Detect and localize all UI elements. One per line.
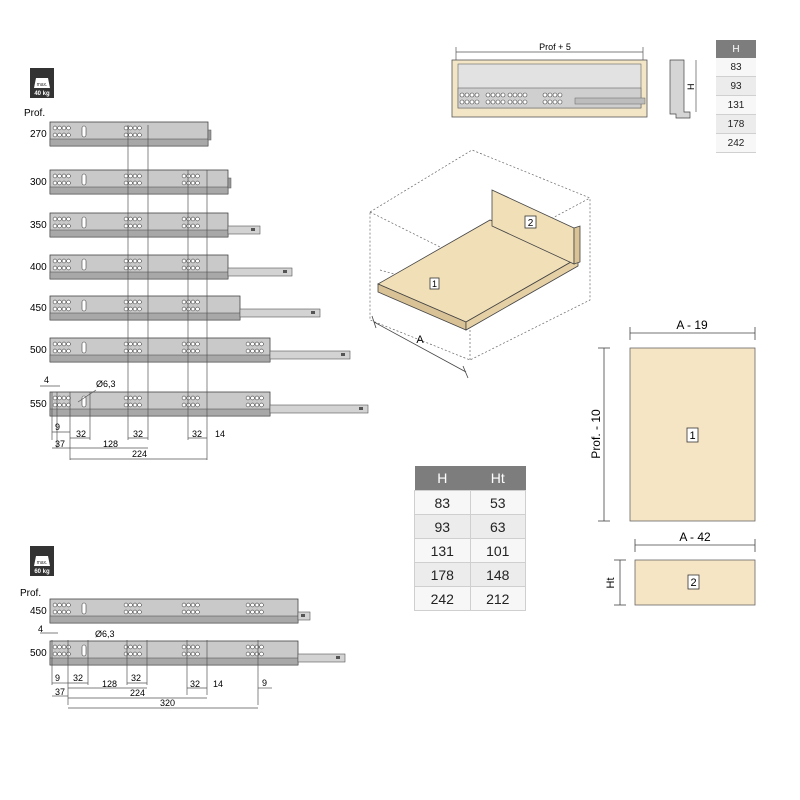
h-ht-table-header-ht: Ht [470,466,526,491]
h-ht-cell: 178 [414,562,471,587]
svg-text:A: A [416,334,424,346]
svg-text:32: 32 [190,679,200,689]
slide-rail-550: 550 [30,391,369,417]
h-ht-cell: 131 [414,538,471,563]
h-ht-table-header-h: H [414,466,470,491]
svg-text:4: 4 [44,375,49,385]
isometric-drawer-view: 1 2 A [369,149,591,379]
prof-label: Prof. [24,108,45,119]
height-table: H 83 93 131 178 242 [716,40,756,153]
svg-text:Ht: Ht [605,578,617,589]
slide-rail-length-label: 350 [30,220,47,231]
weight-badge-40kg: max. 40 kg [30,68,54,98]
slide-set-60kg: 450 500 [30,598,346,666]
svg-text:1: 1 [432,279,437,289]
svg-text:9: 9 [55,673,60,683]
h-ht-cell: 101 [469,538,526,563]
slide-rail-450: 450 [30,295,321,321]
svg-text:max.: max. [37,82,48,88]
svg-text:9: 9 [262,678,267,688]
height-table-cell: 93 [716,76,756,96]
height-table-cell: 242 [716,133,756,153]
svg-text:128: 128 [103,439,118,449]
svg-text:224: 224 [130,688,145,698]
svg-text:224: 224 [132,449,147,459]
h-ht-cell: 93 [414,514,471,539]
bottom-panel-drawing: A - 19 Prof. - 10 1 [589,318,756,522]
slide-rail-length-label: 450 [30,303,47,314]
h-ht-cell: 53 [469,490,526,515]
drawer-front-view: Prof + 5 H [451,42,697,119]
slide-rail-400: 400 [30,254,293,280]
slide-set-60kg-dimensions: 4 Ø6,3 9 32 32 32 14 9 37 128 224 320 [38,624,272,709]
svg-text:2: 2 [528,218,534,229]
h-ht-cell: 212 [469,586,526,611]
svg-text:14: 14 [215,429,225,439]
h-ht-cell: 242 [414,586,471,611]
svg-text:37: 37 [55,439,65,449]
prof-label-2: Prof. [20,588,41,599]
svg-text:32: 32 [133,429,143,439]
h-ht-cell: 83 [414,490,471,515]
svg-text:32: 32 [131,673,141,683]
slide-rail-heavy-length-label: 500 [30,648,47,659]
svg-text:320: 320 [160,698,175,708]
slide-rail-500: 500 [30,337,351,363]
svg-text:2: 2 [690,577,696,589]
svg-text:1: 1 [689,430,695,442]
svg-text:A - 19: A - 19 [676,318,708,332]
slide-rail-heavy-450: 450 [30,598,311,624]
slide-rail-length-label: 300 [30,177,47,188]
back-panel-drawing: A - 42 Ht 2 [605,530,756,606]
slide-set-40kg: 270 300 350 400 450 500 550 [30,121,369,417]
svg-text:14: 14 [213,679,223,689]
slide-rail-length-label: 500 [30,345,47,356]
svg-text:60 kg: 60 kg [34,569,50,575]
slide-rail-heavy-length-label: 450 [30,606,47,617]
slide-rail-300: 300 [30,169,232,195]
svg-text:max.: max. [37,560,48,566]
height-table-cell: 83 [716,58,756,77]
slide-rail-270: 270 [30,121,212,147]
svg-text:37: 37 [55,687,65,697]
h-ht-cell: 63 [469,514,526,539]
height-table-cell: 178 [716,114,756,134]
svg-text:32: 32 [73,673,83,683]
slide-rail-350: 350 [30,212,261,238]
svg-text:Ø6,3: Ø6,3 [95,629,115,639]
svg-text:Prof + 5: Prof + 5 [539,42,571,52]
svg-text:H: H [686,84,696,91]
weight-badge-60kg: max. 60 kg [30,546,54,576]
height-table-header: H [716,40,756,58]
svg-text:Ø6,3: Ø6,3 [96,379,116,389]
slide-rail-length-label: 400 [30,262,47,273]
height-table-cell: 131 [716,95,756,115]
svg-text:4: 4 [38,624,43,634]
svg-text:128: 128 [102,679,117,689]
slide-rail-length-label: 550 [30,399,47,410]
svg-text:40 kg: 40 kg [34,91,50,97]
svg-text:A - 42: A - 42 [679,530,711,544]
svg-text:32: 32 [192,429,202,439]
svg-text:32: 32 [76,429,86,439]
slide-set-40kg-dimensions: 4 Ø6,3 9 32 32 32 14 37 128 224 [40,125,225,460]
h-ht-cell: 148 [469,562,526,587]
slide-rail-length-label: 270 [30,129,47,140]
slide-rail-heavy-500: 500 [30,640,346,666]
svg-text:Prof. - 10: Prof. - 10 [589,409,603,459]
svg-text:9: 9 [55,422,60,432]
